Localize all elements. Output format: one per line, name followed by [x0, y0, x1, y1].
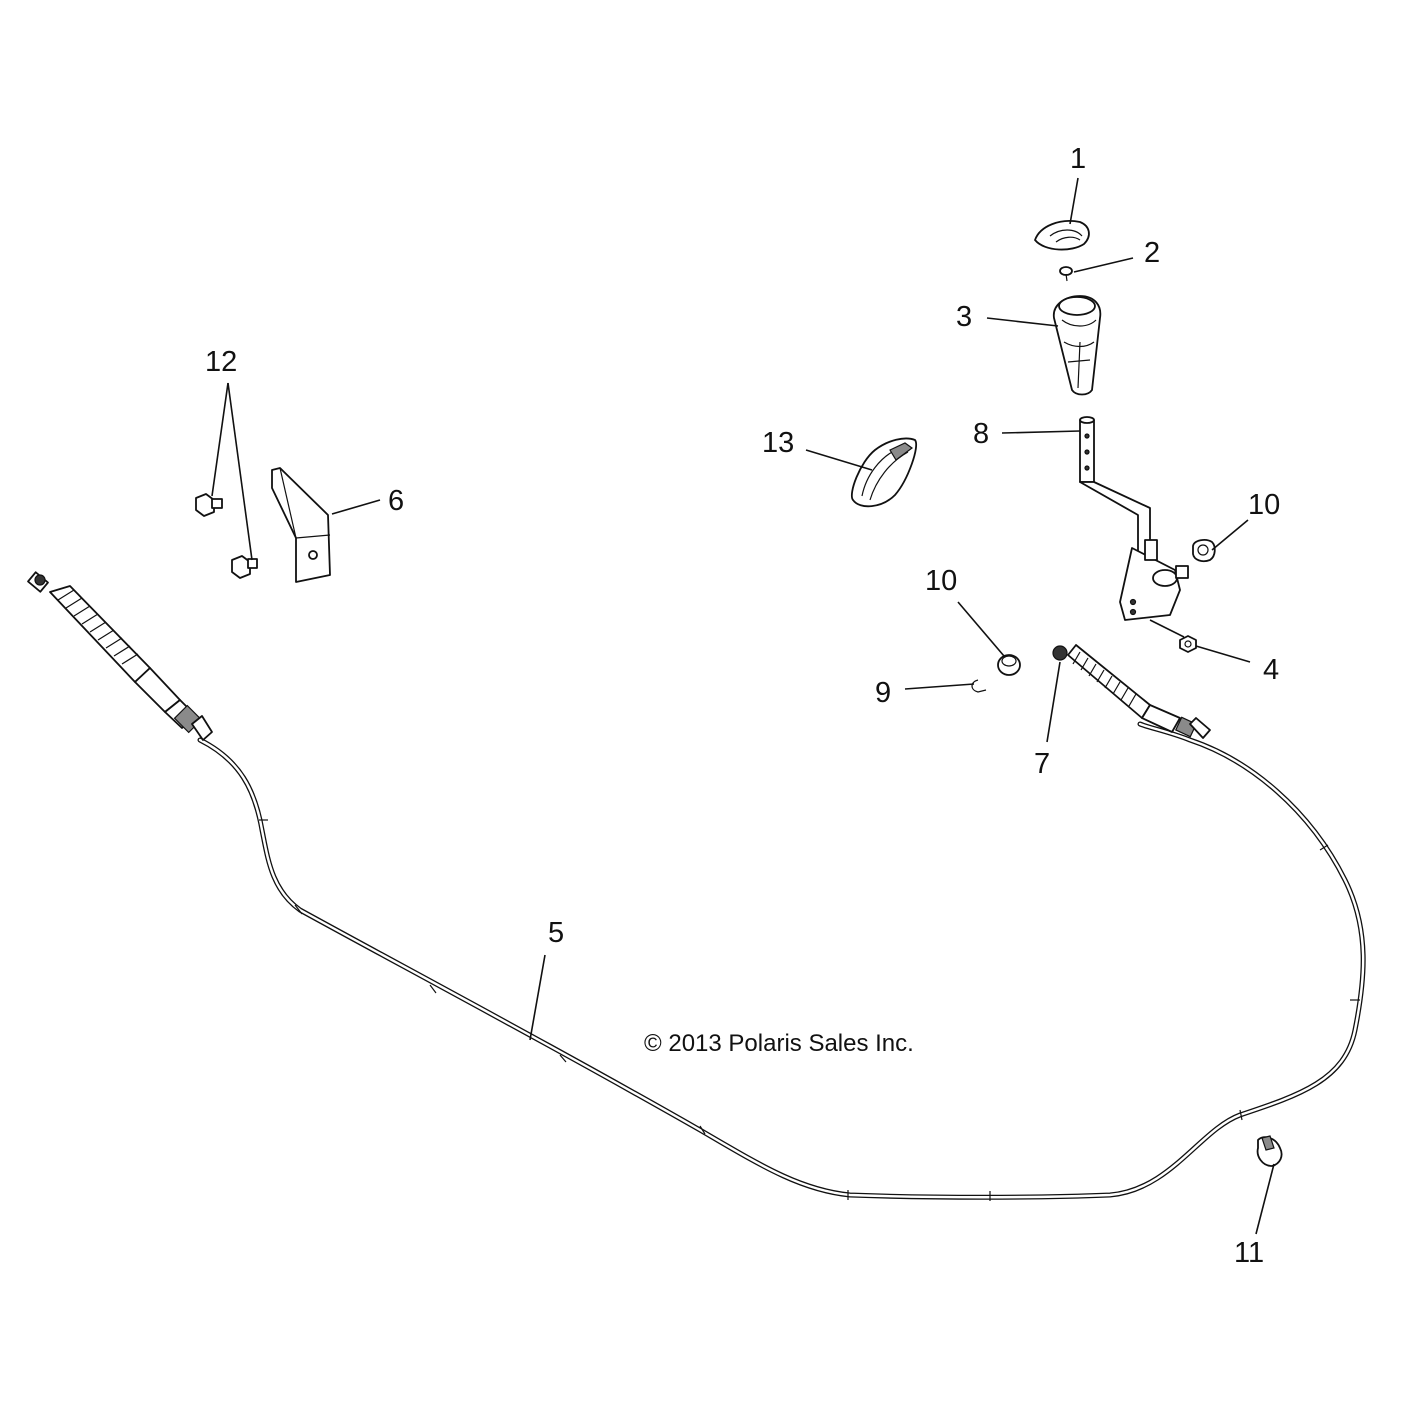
callout-6: 6 — [388, 485, 404, 517]
callout-8: 8 — [973, 418, 989, 450]
copyright-notice: © 2013 Polaris Sales Inc. — [644, 1030, 914, 1057]
shift-boot-plate — [850, 437, 918, 508]
screw — [1059, 266, 1073, 282]
leader-lines — [211, 177, 1275, 1235]
callout-10-upper: 10 — [1248, 489, 1280, 521]
bushing — [997, 654, 1021, 676]
mounting-bracket — [271, 467, 331, 583]
callout-7: 7 — [1034, 748, 1050, 780]
callout-4: 4 — [1263, 654, 1279, 686]
bolt — [231, 555, 258, 579]
callout-9: 9 — [875, 677, 891, 709]
callout-12: 12 — [205, 346, 237, 378]
callout-13: 13 — [762, 427, 794, 459]
shift-knob — [1053, 295, 1102, 396]
cable-end-left — [27, 571, 213, 741]
bolt — [195, 493, 223, 517]
cable-end-cap — [1256, 1135, 1283, 1167]
callout-2: 2 — [1144, 237, 1160, 269]
callout-10-lower: 10 — [925, 565, 957, 597]
callout-11: 11 — [1234, 1237, 1264, 1269]
knob-cap — [1034, 220, 1090, 251]
callout-5: 5 — [548, 917, 564, 949]
shift-cable — [197, 721, 1366, 1201]
hex-nut — [1179, 635, 1197, 653]
e-clip — [971, 679, 987, 693]
callout-3: 3 — [956, 301, 972, 333]
shift-lever — [1079, 416, 1189, 621]
callout-labels: 1 2 3 4 5 6 7 8 9 10 10 11 12 13 — [205, 143, 1280, 1269]
flange-nut — [1192, 539, 1216, 563]
bolts — [195, 493, 258, 579]
cable-end-right — [1052, 644, 1211, 739]
callout-1: 1 — [1070, 143, 1086, 175]
